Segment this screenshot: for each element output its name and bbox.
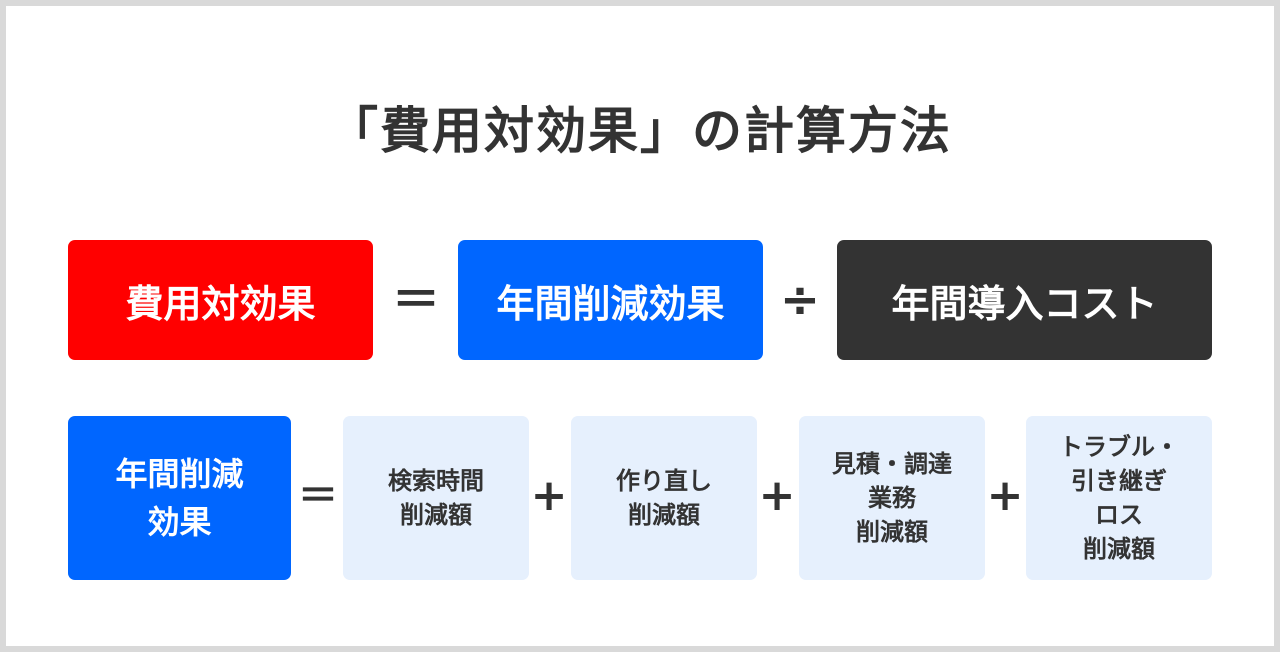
estimate-procurement-reduction-box: 見積・調達 業務 削減額 <box>799 416 985 580</box>
annual-reduction-box: 年間削減効果 <box>458 240 763 360</box>
plus-operator: + <box>758 470 796 521</box>
page-title: 「費用対効果」の計算方法 <box>328 102 952 160</box>
plus-operator: + <box>986 470 1024 521</box>
divide-operator: ÷ <box>779 272 821 328</box>
search-time-reduction-box: 検索時間 削減額 <box>343 416 529 580</box>
annual-cost-box: 年間導入コスト <box>837 240 1212 360</box>
rework-reduction-box: 作り直し 削減額 <box>571 416 757 580</box>
plus-operator: + <box>530 470 568 521</box>
equals-operator-small: ＝ <box>298 473 338 519</box>
cost-effectiveness-box: 費用対効果 <box>68 240 373 360</box>
annual-reduction-breakdown-box: 年間削減 効果 <box>68 416 291 580</box>
equals-operator: ＝ <box>391 272 440 328</box>
trouble-handover-loss-reduction-box: トラブル・ 引き継ぎ ロス 削減額 <box>1026 416 1212 580</box>
